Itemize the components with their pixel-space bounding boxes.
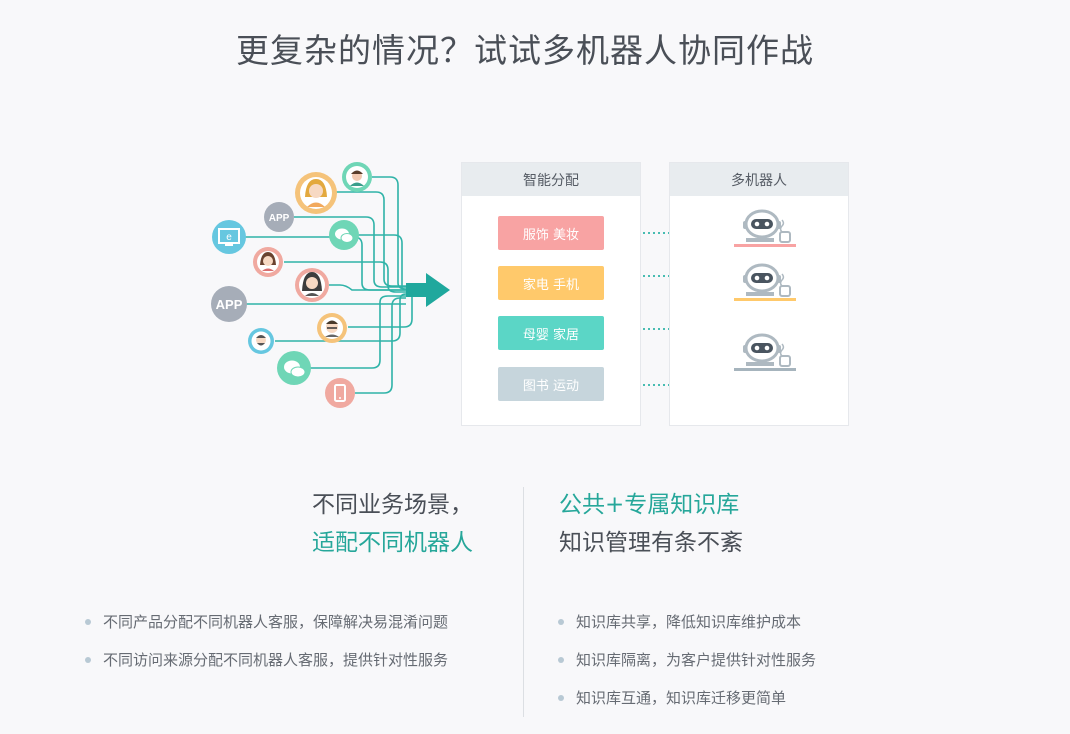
column-divider xyxy=(523,487,524,717)
robots-card-title: 多机器人 xyxy=(670,163,848,196)
right-heading-line2: 知识管理有条不紊 xyxy=(559,530,743,556)
app-icon: APP xyxy=(264,202,294,232)
woman-yellow-avatar-icon xyxy=(295,172,337,214)
routing-arrow-icon xyxy=(406,273,450,307)
connector-line xyxy=(275,293,407,342)
ie-browser-icon: e xyxy=(212,220,246,254)
svg-text:e: e xyxy=(226,232,232,243)
right-heading-line1: 公共+专属知识库 xyxy=(559,492,740,518)
page-title: 更复杂的情况？试试多机器人协同作战 xyxy=(236,31,814,70)
robot-icons xyxy=(734,209,796,371)
connector-line xyxy=(294,216,406,288)
woman-brown-avatar-icon xyxy=(253,247,283,277)
connector-line xyxy=(358,234,403,289)
robot-icon xyxy=(734,209,796,247)
left-heading-line2: 适配不同机器人 xyxy=(312,530,473,556)
right-feature: 公共+专属知识库 知识管理有条不紊 xyxy=(559,486,743,562)
list-item: 不同访问来源分配不同机器人客服，提供针对性服务 xyxy=(85,649,448,687)
robot-icon xyxy=(734,333,796,371)
category-tag: 图书 运动 xyxy=(498,367,604,401)
app-icon-large: APP xyxy=(211,286,247,322)
woman-teal-avatar-icon xyxy=(342,162,372,192)
list-item: 不同产品分配不同机器人客服，保障解决易混淆问题 xyxy=(85,611,448,649)
category-tag: 家电 手机 xyxy=(498,266,604,300)
left-feature: 不同业务场景， 适配不同机器人 xyxy=(312,486,473,562)
connector-line xyxy=(310,295,406,369)
connector-line xyxy=(348,297,413,328)
wechat-icon-large xyxy=(277,351,311,385)
source-icons: APP e APP xyxy=(211,162,372,408)
svg-text:APP: APP xyxy=(269,213,290,224)
right-bullet-list: 知识库共享，降低知识库维护成本 知识库隔离，为客户提供针对性服务 知识库互通，知… xyxy=(558,611,816,725)
wechat-icon xyxy=(329,220,359,250)
list-item: 知识库互通，知识库迁移更简单 xyxy=(558,687,816,725)
man-beard-avatar-icon xyxy=(248,328,274,354)
robot-icon xyxy=(734,263,796,301)
category-tag: 服饰 美妆 xyxy=(498,216,604,250)
left-bullet-list: 不同产品分配不同机器人客服，保障解决易混淆问题 不同访问来源分配不同机器人客服，… xyxy=(85,611,448,687)
connector-line xyxy=(329,284,406,291)
left-heading-line1: 不同业务场景， xyxy=(312,492,473,518)
man-glasses-avatar-icon xyxy=(317,313,347,343)
list-item: 知识库隔离，为客户提供针对性服务 xyxy=(558,649,816,687)
connector-line xyxy=(372,176,407,290)
man-dark-avatar-icon xyxy=(295,268,329,302)
connector-line xyxy=(355,297,406,394)
source-connectors xyxy=(245,176,413,394)
list-item: 知识库共享，降低知识库维护成本 xyxy=(558,611,816,649)
category-tag: 母婴 家居 xyxy=(498,316,604,350)
distribution-card-title: 智能分配 xyxy=(462,163,640,196)
mobile-phone-icon xyxy=(325,378,355,408)
svg-text:APP: APP xyxy=(216,297,243,312)
connector-line xyxy=(284,261,406,293)
